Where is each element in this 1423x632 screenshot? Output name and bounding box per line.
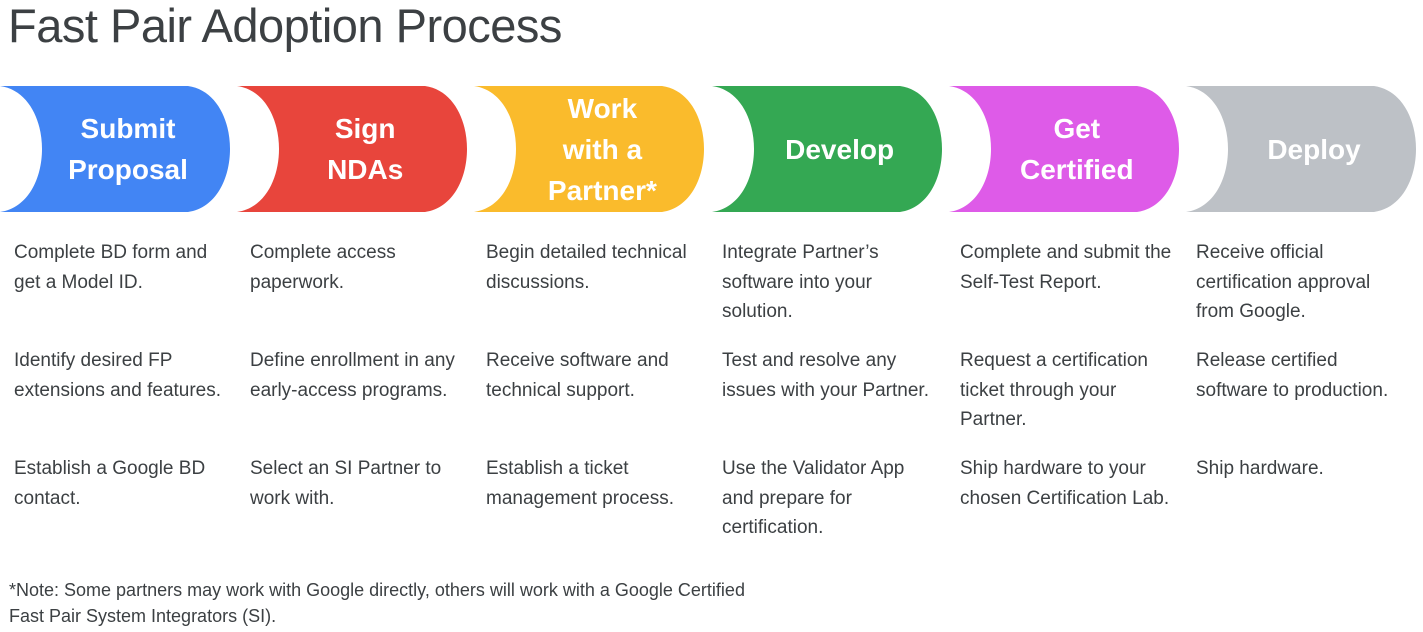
process-step-develop[interactable]: Develop (711, 86, 942, 212)
step-detail-item: Receive software and technical support. (486, 350, 669, 401)
process-step-label-line: Sign (334, 113, 396, 144)
process-step-work-with-a-partner[interactable]: Work with a Partner* (474, 86, 705, 212)
step-details-grid: Complete BD form and get a Model ID. Comp… (0, 238, 1423, 550)
step-detail-item: Identify desired FP extensions and featu… (14, 350, 222, 401)
step-details-row: Complete BD form and get a Model ID. Comp… (0, 238, 1423, 346)
process-step-label-line: with a (562, 133, 643, 165)
chevron-shape (237, 86, 468, 212)
chevron-graphic (237, 86, 468, 212)
step-detail-item: Complete and submit the Self-Test Report… (960, 242, 1172, 293)
process-step-label-line: Deploy (1267, 133, 1361, 165)
process-step-label: Work with a Partner* (474, 86, 704, 212)
chevron-shape (1186, 86, 1416, 212)
step-detail-item: Request a certification ticket through y… (960, 350, 1148, 430)
step-detail-item: Test and resolve any issues with your Pa… (722, 350, 929, 401)
step-detail-item: Ship hardware to your chosen Certificati… (960, 458, 1170, 509)
chevron-shape (711, 86, 942, 212)
process-step-label-line: Develop (785, 133, 895, 165)
chevron-graphic (948, 86, 1179, 212)
step-detail-item: Establish a Google BD contact. (14, 458, 206, 509)
process-step-label-line: NDAs (327, 154, 404, 185)
step-detail-item: Integrate Partner’s software into your s… (722, 242, 879, 322)
process-step-label-line: Proposal (68, 154, 188, 185)
step-detail-item: Use the Validator App and prepare for ce… (722, 458, 905, 538)
step-detail-item: Establish a ticket management process. (486, 458, 674, 509)
chevron-shape (0, 86, 230, 212)
page-title: Fast Pair Adoption Process (8, 0, 562, 52)
chevron-graphic (0, 86, 230, 212)
step-details-row: Identify desired FP extensions and featu… (0, 346, 1423, 454)
step-detail-item: Release certified software to production… (1196, 350, 1389, 401)
step-details-row: Establish a Google BD contact. Select an … (0, 454, 1423, 550)
step-detail-item: Complete access paperwork. (250, 242, 396, 293)
step-detail-item: Complete BD form and get a Model ID. (14, 242, 208, 293)
process-step-label: Develop (712, 86, 942, 212)
step-detail-item: Ship hardware. (1196, 458, 1324, 479)
chevron-shape (474, 86, 705, 212)
process-step-label: Deploy (1186, 86, 1416, 212)
step-detail-item: Select an SI Partner to work with. (250, 458, 442, 509)
chevron-graphic (1186, 86, 1416, 212)
step-detail-item: Define enrollment in any early-access pr… (250, 350, 455, 401)
footnote-note: *Note: Some partners may work with Googl… (9, 580, 745, 626)
chevron-graphic (711, 86, 942, 212)
process-step-label-line: Certified (1020, 154, 1134, 185)
process-step-label-line: Get (1053, 113, 1101, 144)
process-step-deploy[interactable]: Deploy (1186, 86, 1416, 212)
step-detail-item: Receive official certification approval … (1196, 242, 1371, 322)
process-step-label-line: Work (567, 92, 638, 124)
process-step-label-line: Submit (80, 113, 176, 144)
process-step-label-line: Partner* (547, 174, 657, 206)
step-detail-item: Begin detailed technical discussions. (486, 242, 687, 293)
chevron-shape (948, 86, 1179, 212)
chevron-graphic (474, 86, 705, 212)
